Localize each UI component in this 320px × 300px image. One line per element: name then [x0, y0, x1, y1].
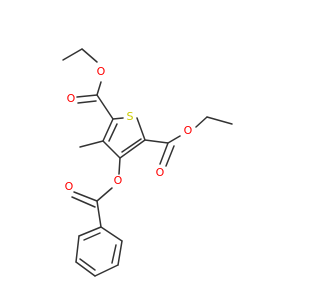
atom-oxygen-benzoyl-ether: O [114, 174, 123, 187]
bond-phenyl-1 [100, 226, 123, 242]
bond-ring-s-c5 [136, 117, 146, 141]
bond-ring-c2-c3-double [108, 123, 118, 142]
bond-ring-c4-c5-double [121, 138, 142, 153]
bond-phenyl-5 [75, 235, 80, 263]
atom-oxygen-benzoyl-carbonyl: O [65, 180, 74, 193]
atom-oxygen-ester1-carbonyl: O [67, 92, 76, 105]
bond-ester2-oether-ch2 [195, 116, 208, 128]
bond-ring-c3-c4 [102, 140, 121, 159]
bond-ester1-c2-carbonyl [96, 94, 114, 120]
bond-ester1-c-o-double-a [76, 94, 98, 98]
bond-phenyl-3 [94, 264, 119, 277]
atom-oxygen-ester1-ether: O [97, 65, 106, 78]
bond-ring-s-c2 [112, 117, 124, 120]
bond-ester1-ch2-ch3 [62, 48, 83, 61]
molecule-structure: S O O O O O O [62, 48, 233, 277]
bond-ester1-c-oether [96, 81, 102, 96]
bond-ring-c4-c5 [119, 139, 146, 159]
bond-methyl [79, 140, 104, 148]
atom-sulfur: S [127, 110, 134, 123]
bond-ring-c2-c3 [102, 118, 114, 142]
bond-phenyl-6 [78, 226, 102, 237]
bond-ester2-ch2-ch3 [206, 116, 233, 125]
bond-phenyl-4 [75, 261, 96, 277]
bonds [62, 48, 233, 277]
bond-benzoyl-c-o-double-a [73, 191, 98, 202]
bond-benzoyl-c-ring [96, 200, 102, 228]
bond-phenyl-2 [117, 240, 123, 266]
bond-ester2-c-o-double-a [159, 142, 169, 165]
bond-ester1-oether-ch2 [81, 48, 98, 63]
atom-oxygen-ester2-carbonyl: O [156, 166, 165, 179]
bond-phenyl-4-double [79, 258, 96, 271]
bond-ester2-c-oether [167, 135, 181, 144]
atom-oxygen-ester2-ether: O [184, 124, 193, 137]
bond-phenyl-2-double [111, 244, 117, 264]
bond-ester2-c5-carbonyl [144, 139, 169, 144]
bond-c4-obenzoyl [118, 157, 121, 175]
bond-ester1-c-o-double-b [77, 100, 97, 104]
bond-obenzoyl-c [96, 187, 113, 202]
bond-ester2-c-o-double-b [165, 145, 175, 167]
bond-phenyl-6-double [83, 232, 101, 241]
bond-benzoyl-c-o-double-b [71, 196, 96, 208]
atom-labels: S O O O O O O [65, 65, 193, 193]
